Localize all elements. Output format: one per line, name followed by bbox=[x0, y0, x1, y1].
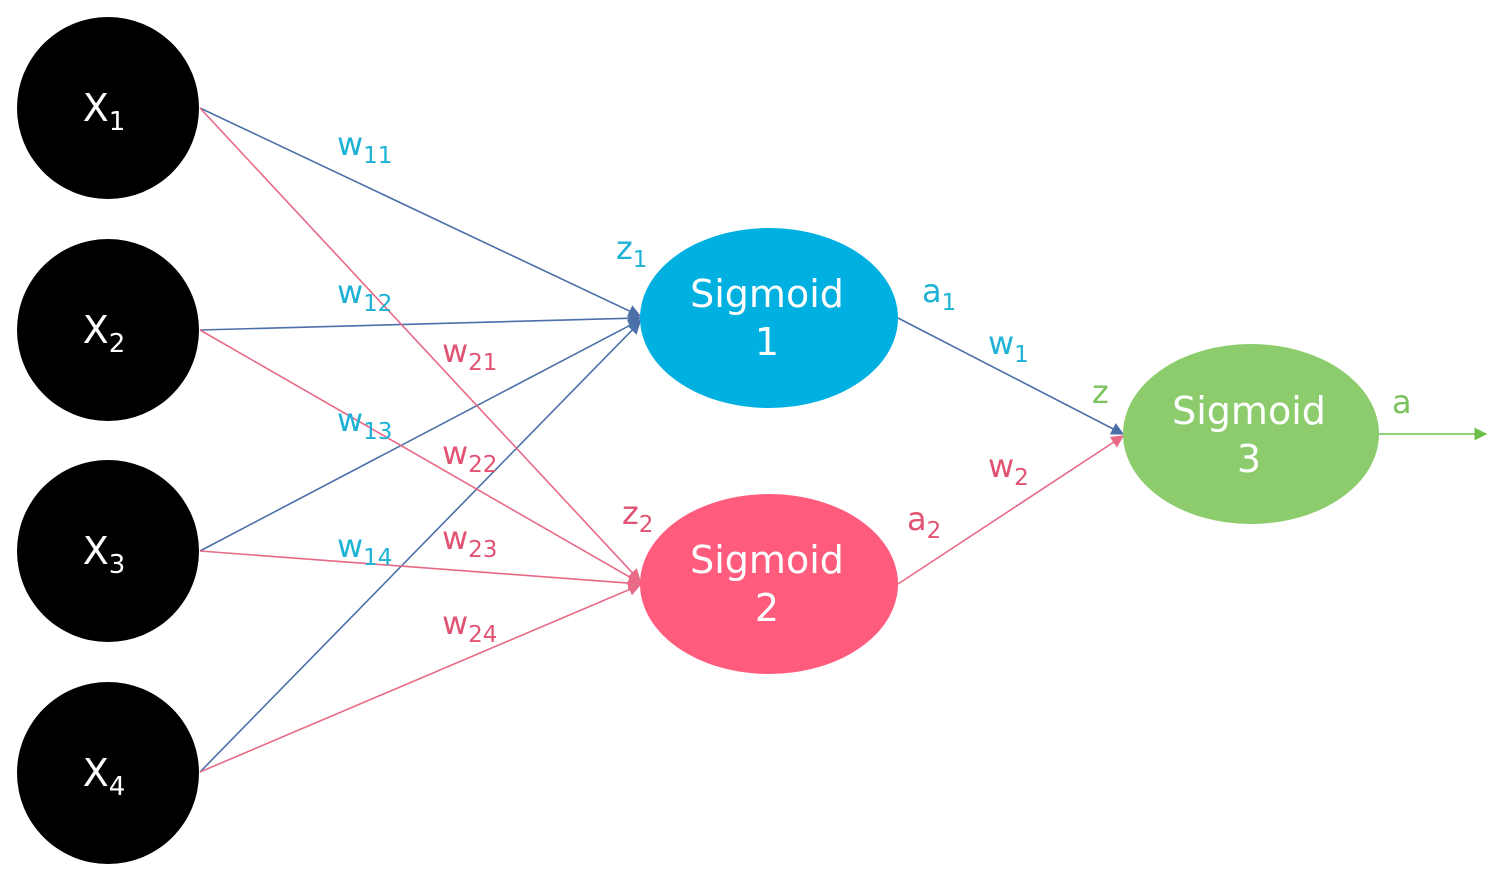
sigmoid3-line1: Sigmoid bbox=[1172, 389, 1326, 433]
edges-to-sigmoid1 bbox=[199, 107, 642, 773]
edge-x2-sigmoid2 bbox=[199, 329, 642, 584]
label-w24: w24 bbox=[442, 604, 497, 648]
label-z2: z2 bbox=[622, 494, 653, 538]
edge-sigmoid2-sigmoid3 bbox=[897, 435, 1125, 585]
label-w22: w22 bbox=[442, 434, 497, 478]
edge-sigmoid1-sigmoid3 bbox=[897, 317, 1125, 435]
label-a: a bbox=[1392, 383, 1412, 421]
sigmoid2-line2: 2 bbox=[755, 586, 779, 630]
sigmoid-node-3: Sigmoid 3 bbox=[1123, 344, 1379, 524]
label-z1: z1 bbox=[616, 229, 647, 273]
label-w11: w11 bbox=[337, 125, 392, 169]
label-w2: w2 bbox=[988, 447, 1029, 491]
input-node-x3: X3 bbox=[17, 460, 199, 642]
edge-x3-sigmoid2 bbox=[199, 550, 642, 590]
edge-x3-sigmoid1 bbox=[199, 319, 642, 552]
label-w21: w21 bbox=[442, 332, 497, 376]
edge-x4-sigmoid1 bbox=[199, 321, 641, 773]
edge-x1-sigmoid1 bbox=[199, 107, 642, 317]
input-label: X1 bbox=[83, 86, 126, 137]
input-label: X3 bbox=[83, 529, 126, 580]
sigmoid3-line2: 3 bbox=[1237, 437, 1261, 481]
edges-to-sigmoid2 bbox=[199, 107, 642, 773]
edge-x1-sigmoid2 bbox=[199, 107, 641, 582]
input-node-x2: X2 bbox=[17, 239, 199, 421]
input-circle bbox=[17, 682, 199, 864]
label-w14: w14 bbox=[337, 527, 392, 571]
sigmoid-node-1: Sigmoid 1 bbox=[640, 228, 898, 408]
input-circle bbox=[17, 460, 199, 642]
label-a2: a2 bbox=[907, 500, 941, 544]
sigmoid2-ellipse bbox=[640, 494, 898, 674]
input-node-x1: X1 bbox=[17, 17, 199, 199]
label-z: z bbox=[1092, 373, 1109, 411]
label-w12: w12 bbox=[337, 273, 392, 317]
sigmoid1-line1: Sigmoid bbox=[690, 272, 844, 316]
edge-x4-sigmoid2 bbox=[199, 583, 642, 773]
input-node-x4: X4 bbox=[17, 682, 199, 864]
label-w1: w1 bbox=[988, 324, 1029, 368]
input-circle bbox=[17, 17, 199, 199]
sigmoid1-line2: 1 bbox=[755, 320, 779, 364]
sigmoid2-line1: Sigmoid bbox=[690, 538, 844, 582]
input-label: X2 bbox=[83, 308, 126, 359]
input-label: X4 bbox=[83, 751, 126, 802]
label-w23: w23 bbox=[442, 519, 497, 563]
sigmoid-node-2: Sigmoid 2 bbox=[640, 494, 898, 674]
label-a1: a1 bbox=[922, 272, 956, 316]
edge-x2-sigmoid1 bbox=[199, 311, 642, 331]
sigmoid1-ellipse bbox=[640, 228, 898, 408]
input-circle bbox=[17, 239, 199, 421]
sigmoid3-ellipse bbox=[1123, 344, 1379, 524]
label-w13: w13 bbox=[337, 401, 392, 445]
